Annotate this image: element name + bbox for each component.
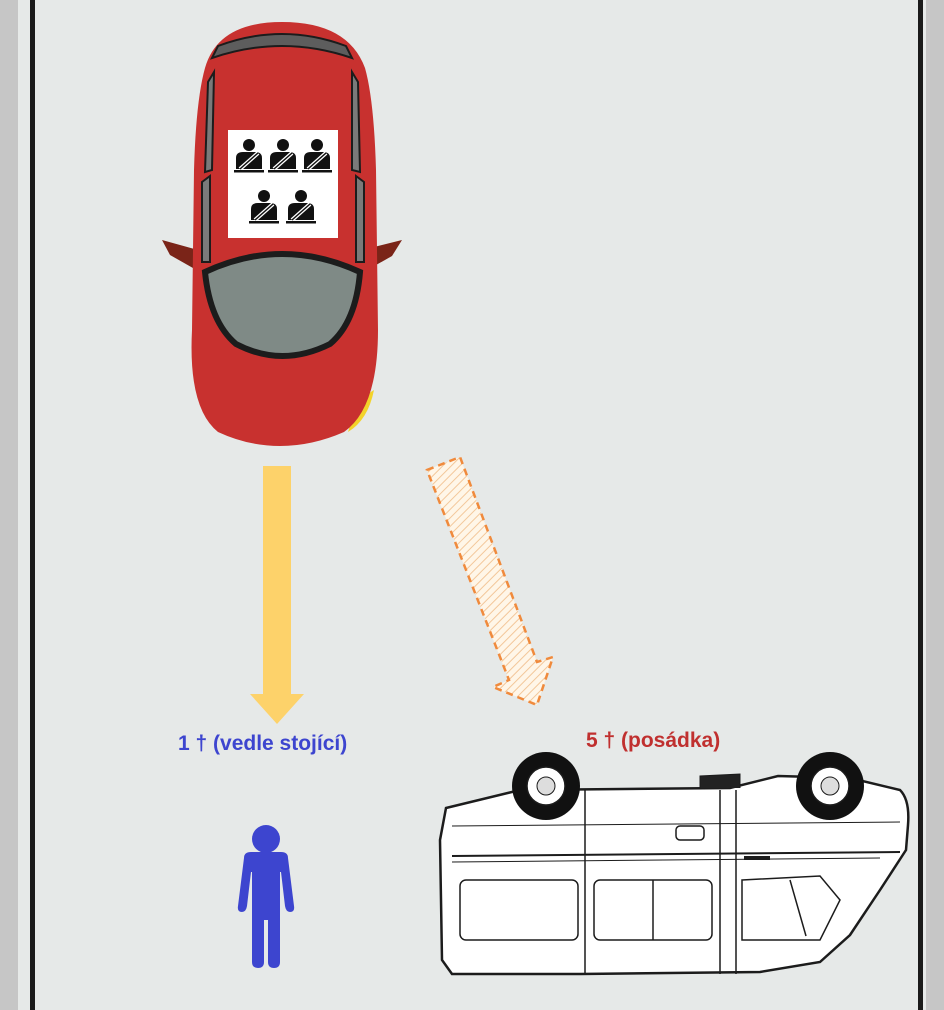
road-edge-right: [918, 0, 923, 1010]
occupant-fatality-label: 5 † (posádka): [586, 729, 720, 753]
bystander-fatality-label: 1 † (vedle stojící): [178, 732, 347, 756]
road-edge-left: [30, 0, 35, 1010]
